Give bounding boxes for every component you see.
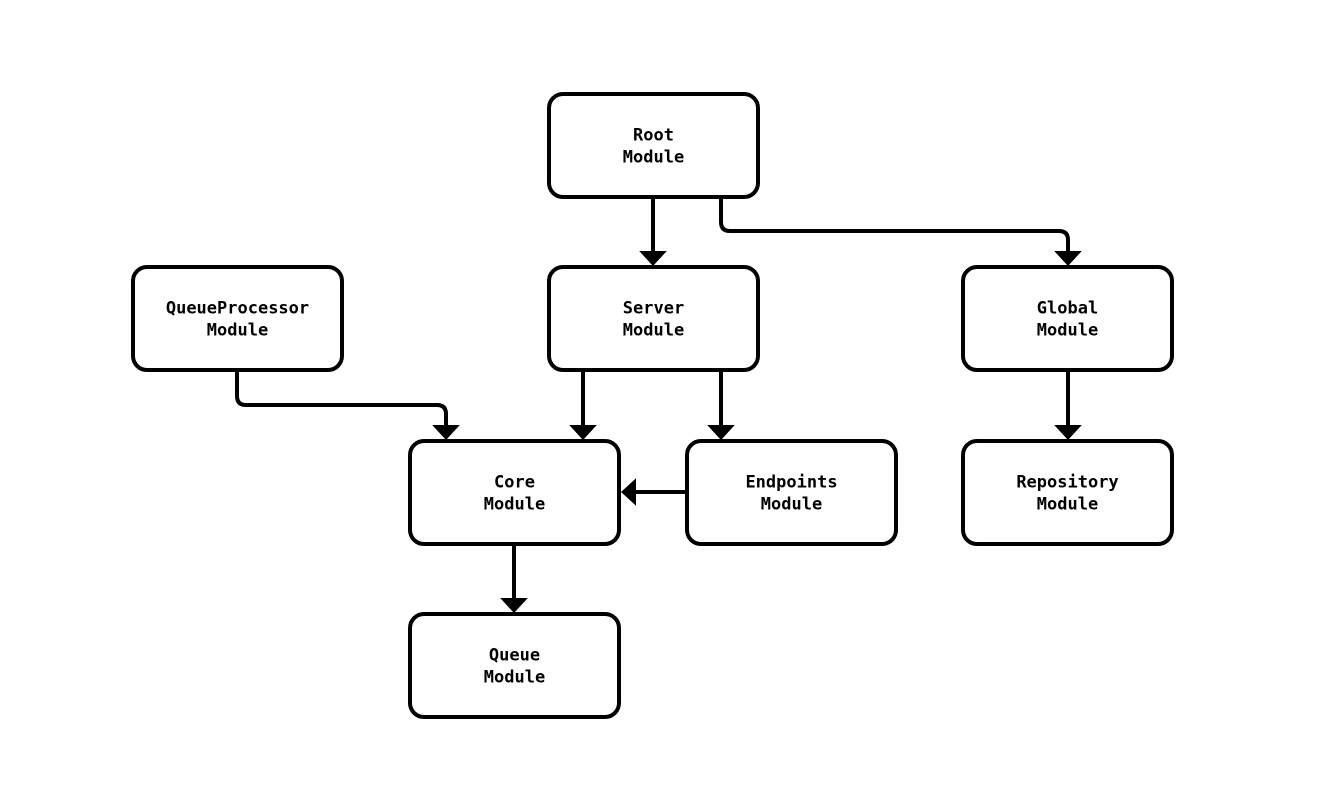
- edge-root-to-global: [719, 197, 1082, 266]
- edge-global-to-repository-arrowhead: [1054, 425, 1082, 440]
- edge-root-to-global-arrowhead: [1054, 251, 1082, 266]
- edge-layer: [235, 197, 1082, 613]
- endpoints-module-node-box: [685, 439, 898, 546]
- edge-core-to-queue: [500, 544, 528, 613]
- edge-core-to-queue-arrowhead: [500, 598, 528, 613]
- edge-root-to-server-arrowhead: [639, 251, 667, 266]
- edge-root-to-global-line: [719, 197, 1070, 255]
- edge-queueprocessor-to-core-line: [235, 371, 448, 429]
- global-module-node-box: [961, 265, 1174, 372]
- edge-root-to-server: [639, 197, 667, 266]
- edge-endpoints-to-core: [621, 478, 687, 506]
- edge-server-to-core: [569, 371, 597, 440]
- edge-queueprocessor-to-core: [235, 371, 460, 440]
- edge-endpoints-to-core-arrowhead: [621, 478, 636, 506]
- server-module-node-box: [547, 265, 760, 372]
- edge-global-to-repository: [1054, 371, 1082, 440]
- core-module-node-box: [408, 439, 621, 546]
- queueprocessor-module-node-box: [131, 265, 344, 372]
- root-module-node-box: [547, 92, 760, 199]
- edge-queueprocessor-to-core-arrowhead: [432, 425, 460, 440]
- edge-server-to-core-arrowhead: [569, 425, 597, 440]
- edge-server-to-endpoints-arrowhead: [707, 425, 735, 440]
- edge-server-to-endpoints: [707, 371, 735, 440]
- repository-module-node-box: [961, 439, 1174, 546]
- queue-module-node-box: [408, 612, 621, 719]
